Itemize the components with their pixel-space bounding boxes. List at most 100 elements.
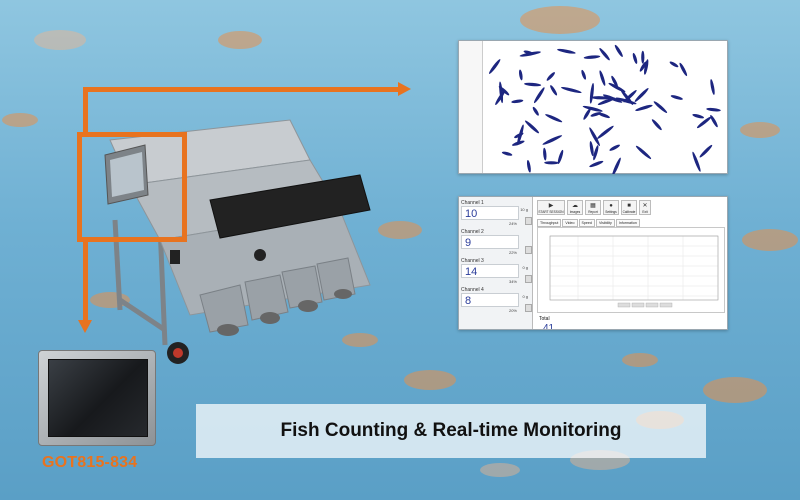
report-button[interactable]: ▦Report <box>585 200 601 215</box>
fish-silhouette <box>692 151 701 172</box>
images-icon: ☁ <box>572 203 578 209</box>
fish-silhouette <box>597 97 616 105</box>
touch-panel-highlight <box>77 132 187 242</box>
fish-silhouette <box>583 108 591 120</box>
fish-silhouette <box>589 141 594 157</box>
fish-silhouette <box>543 147 547 161</box>
fish-silhouette <box>608 82 626 93</box>
fish-silhouette <box>582 105 603 112</box>
arrow-head-down <box>78 320 92 333</box>
tab-throughput[interactable]: Throughput <box>537 219 562 227</box>
exit-icon: ✕ <box>642 203 648 209</box>
fish-silhouette <box>710 114 718 128</box>
fish-silhouette <box>651 119 662 131</box>
panel-pc-monitor <box>38 350 156 446</box>
toolbar-label: Report <box>588 210 598 214</box>
channel-1-button[interactable] <box>525 217 532 225</box>
toolbar-label: Images <box>569 210 581 214</box>
fish-silhouette <box>615 97 637 105</box>
fish-silhouette <box>557 149 564 164</box>
channel-unit: 10 g <box>520 207 528 212</box>
report-icon: ▦ <box>590 203 596 209</box>
exit-button[interactable]: ✕Exit <box>639 200 651 215</box>
calibrate-button[interactable]: ■Calibrate <box>621 200 637 215</box>
channel-count: 9 <box>465 237 472 249</box>
fish-silhouette <box>635 104 653 111</box>
fish-silhouette <box>593 145 599 161</box>
fish-view-side-strip <box>459 41 483 173</box>
fish-silhouette <box>489 59 501 74</box>
channel-label: Channel 4 <box>461 287 484 293</box>
channel-label: Channel 1 <box>461 200 484 206</box>
toolbar-label: Settings <box>605 210 617 214</box>
fish-silhouette <box>632 52 638 64</box>
tab-information[interactable]: Information <box>615 219 640 227</box>
fish-silhouette <box>501 151 513 156</box>
channel-percent: 24% <box>508 221 517 226</box>
fish-silhouette <box>634 88 649 102</box>
fish-silhouette <box>524 82 542 87</box>
fish-silhouette <box>589 127 600 147</box>
fish-silhouette <box>561 87 582 93</box>
tab-speed[interactable]: Speed <box>578 219 595 227</box>
fish-silhouette <box>597 125 614 139</box>
channel-label: Channel 2 <box>461 229 484 235</box>
channel-count: 8 <box>465 295 472 307</box>
total-value: 41 <box>543 323 555 330</box>
monitor-screen <box>48 359 148 437</box>
toolbar-label: Exit <box>642 210 648 214</box>
channel-percent: 22% <box>508 250 517 255</box>
fish-silhouette <box>550 85 558 96</box>
fish-silhouette <box>706 107 721 112</box>
settings-button[interactable]: ●Settings <box>603 200 619 215</box>
fish-silhouette <box>523 50 534 55</box>
fish-silhouette <box>612 157 621 174</box>
fish-silhouette <box>524 120 540 134</box>
fish-silhouette <box>546 72 555 81</box>
channel-count: 14 <box>465 266 478 278</box>
fish-silhouette <box>679 62 688 77</box>
fish-silhouette <box>696 116 712 129</box>
channel-3-button[interactable] <box>525 275 532 283</box>
camera-icon: ■ <box>627 203 631 209</box>
fish-silhouette <box>599 70 606 86</box>
fish-silhouette <box>545 114 563 123</box>
fish-silhouette <box>609 144 620 151</box>
channel-percent: 20% <box>508 308 517 313</box>
fish-silhouette <box>519 69 523 81</box>
fish-silhouette <box>699 144 713 158</box>
channel-2-button[interactable] <box>525 246 532 254</box>
throughput-chart <box>537 227 725 313</box>
fish-silhouette <box>635 145 652 160</box>
tab-visibility[interactable]: Visibility <box>595 219 615 227</box>
fish-silhouette <box>599 48 610 61</box>
start-session-button[interactable]: ▶START SESSION <box>537 200 565 215</box>
total-label: Total <box>539 316 550 322</box>
fish-silhouette <box>614 44 623 57</box>
fish-silhouette <box>710 79 715 95</box>
fish-silhouette <box>597 112 610 119</box>
images-button[interactable]: ☁Images <box>567 200 583 215</box>
fish-silhouette <box>639 61 647 72</box>
detected-fish-image <box>489 44 721 174</box>
fish-silhouette <box>583 55 601 59</box>
play-icon: ▶ <box>548 203 554 209</box>
channel-4-button[interactable] <box>525 304 532 312</box>
fish-silhouette <box>692 114 705 119</box>
channel-2: Channel 2 9 22% <box>461 229 531 257</box>
fish-silhouette <box>542 135 563 145</box>
tab-video[interactable]: Video <box>562 219 578 227</box>
fish-silhouette <box>544 161 559 165</box>
fish-silhouette <box>532 106 539 116</box>
fish-silhouette <box>526 159 531 173</box>
toolbar-label: Calibrate <box>622 210 636 214</box>
fish-silhouette <box>557 48 576 54</box>
